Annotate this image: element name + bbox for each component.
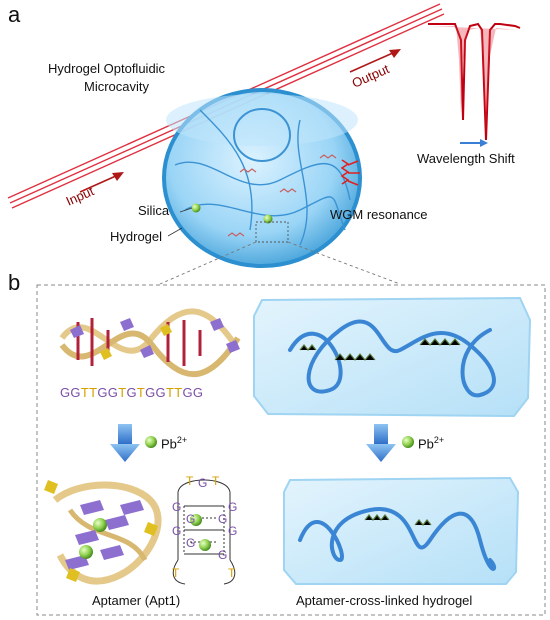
g-quadruplex-3d	[44, 480, 162, 585]
output-arrow	[349, 49, 401, 73]
aptamer-helix	[59, 308, 241, 378]
nucleotide-letter: G	[145, 385, 156, 400]
right-caption: Aptamer-cross-linked hydrogel	[296, 593, 473, 608]
hydrogel-leader	[167, 227, 183, 237]
hydrogel-label: Hydrogel	[110, 229, 163, 244]
g-quadruplex-schematic	[172, 479, 236, 585]
nucleotide-letter: T	[89, 385, 98, 400]
wgm-label: WGM resonance	[330, 207, 428, 222]
wavelength-shift-label: Wavelength Shift	[417, 151, 515, 166]
panel-b-letter: b	[8, 270, 21, 295]
nucleotide-letter: G	[182, 385, 193, 400]
shift-arrow	[460, 139, 488, 147]
silica-label: Silica	[138, 203, 170, 218]
nucleotide-letter: G	[192, 385, 204, 400]
pb-ion-right	[402, 436, 414, 448]
hydrogel-block-bottom	[283, 476, 520, 585]
input-arrow	[79, 172, 124, 193]
pb-label-right: Pb2+	[418, 435, 445, 452]
panel-b-frame	[36, 284, 546, 616]
nucleotide-letter: T	[165, 385, 175, 400]
pb-ion-schematic-2	[199, 539, 211, 551]
pb-label-left: Pb2+	[161, 435, 188, 452]
nucleotide-letter: T	[118, 385, 127, 400]
pb-ion-left	[145, 436, 157, 448]
left-caption: Aptamer (Apt1)	[92, 593, 181, 608]
nucleotide-letter: G	[126, 385, 137, 400]
hydrogel-block-top	[253, 296, 532, 418]
nucleotide-letter: G	[60, 385, 71, 400]
pb-ion-schematic-1	[190, 514, 202, 526]
right-down-arrow	[366, 424, 396, 462]
transmission-spectrum	[428, 22, 521, 141]
title-line1: Hydrogel Optofluidic	[48, 61, 166, 76]
nucleotide-letter: T	[136, 385, 146, 400]
nucleotide-letter: G	[155, 385, 166, 400]
wgm-resonance-wave	[340, 159, 360, 186]
nucleotide-letter: T	[80, 385, 90, 400]
silica-leader	[179, 207, 193, 213]
nucleotide-letter: G	[70, 385, 81, 400]
nucleotide-letter: G	[97, 385, 108, 400]
zoom-line-right	[287, 241, 401, 285]
left-down-arrow	[110, 424, 140, 462]
microcavity-sphere	[162, 88, 362, 268]
aptamer-sequence: GGTTGGTGTGGTTGG	[60, 384, 203, 402]
nucleotide-letter: G	[107, 385, 119, 400]
nucleotide-letter: T	[174, 385, 183, 400]
panel-a-letter: a	[8, 2, 21, 27]
title-line2: Microcavity	[84, 79, 150, 94]
